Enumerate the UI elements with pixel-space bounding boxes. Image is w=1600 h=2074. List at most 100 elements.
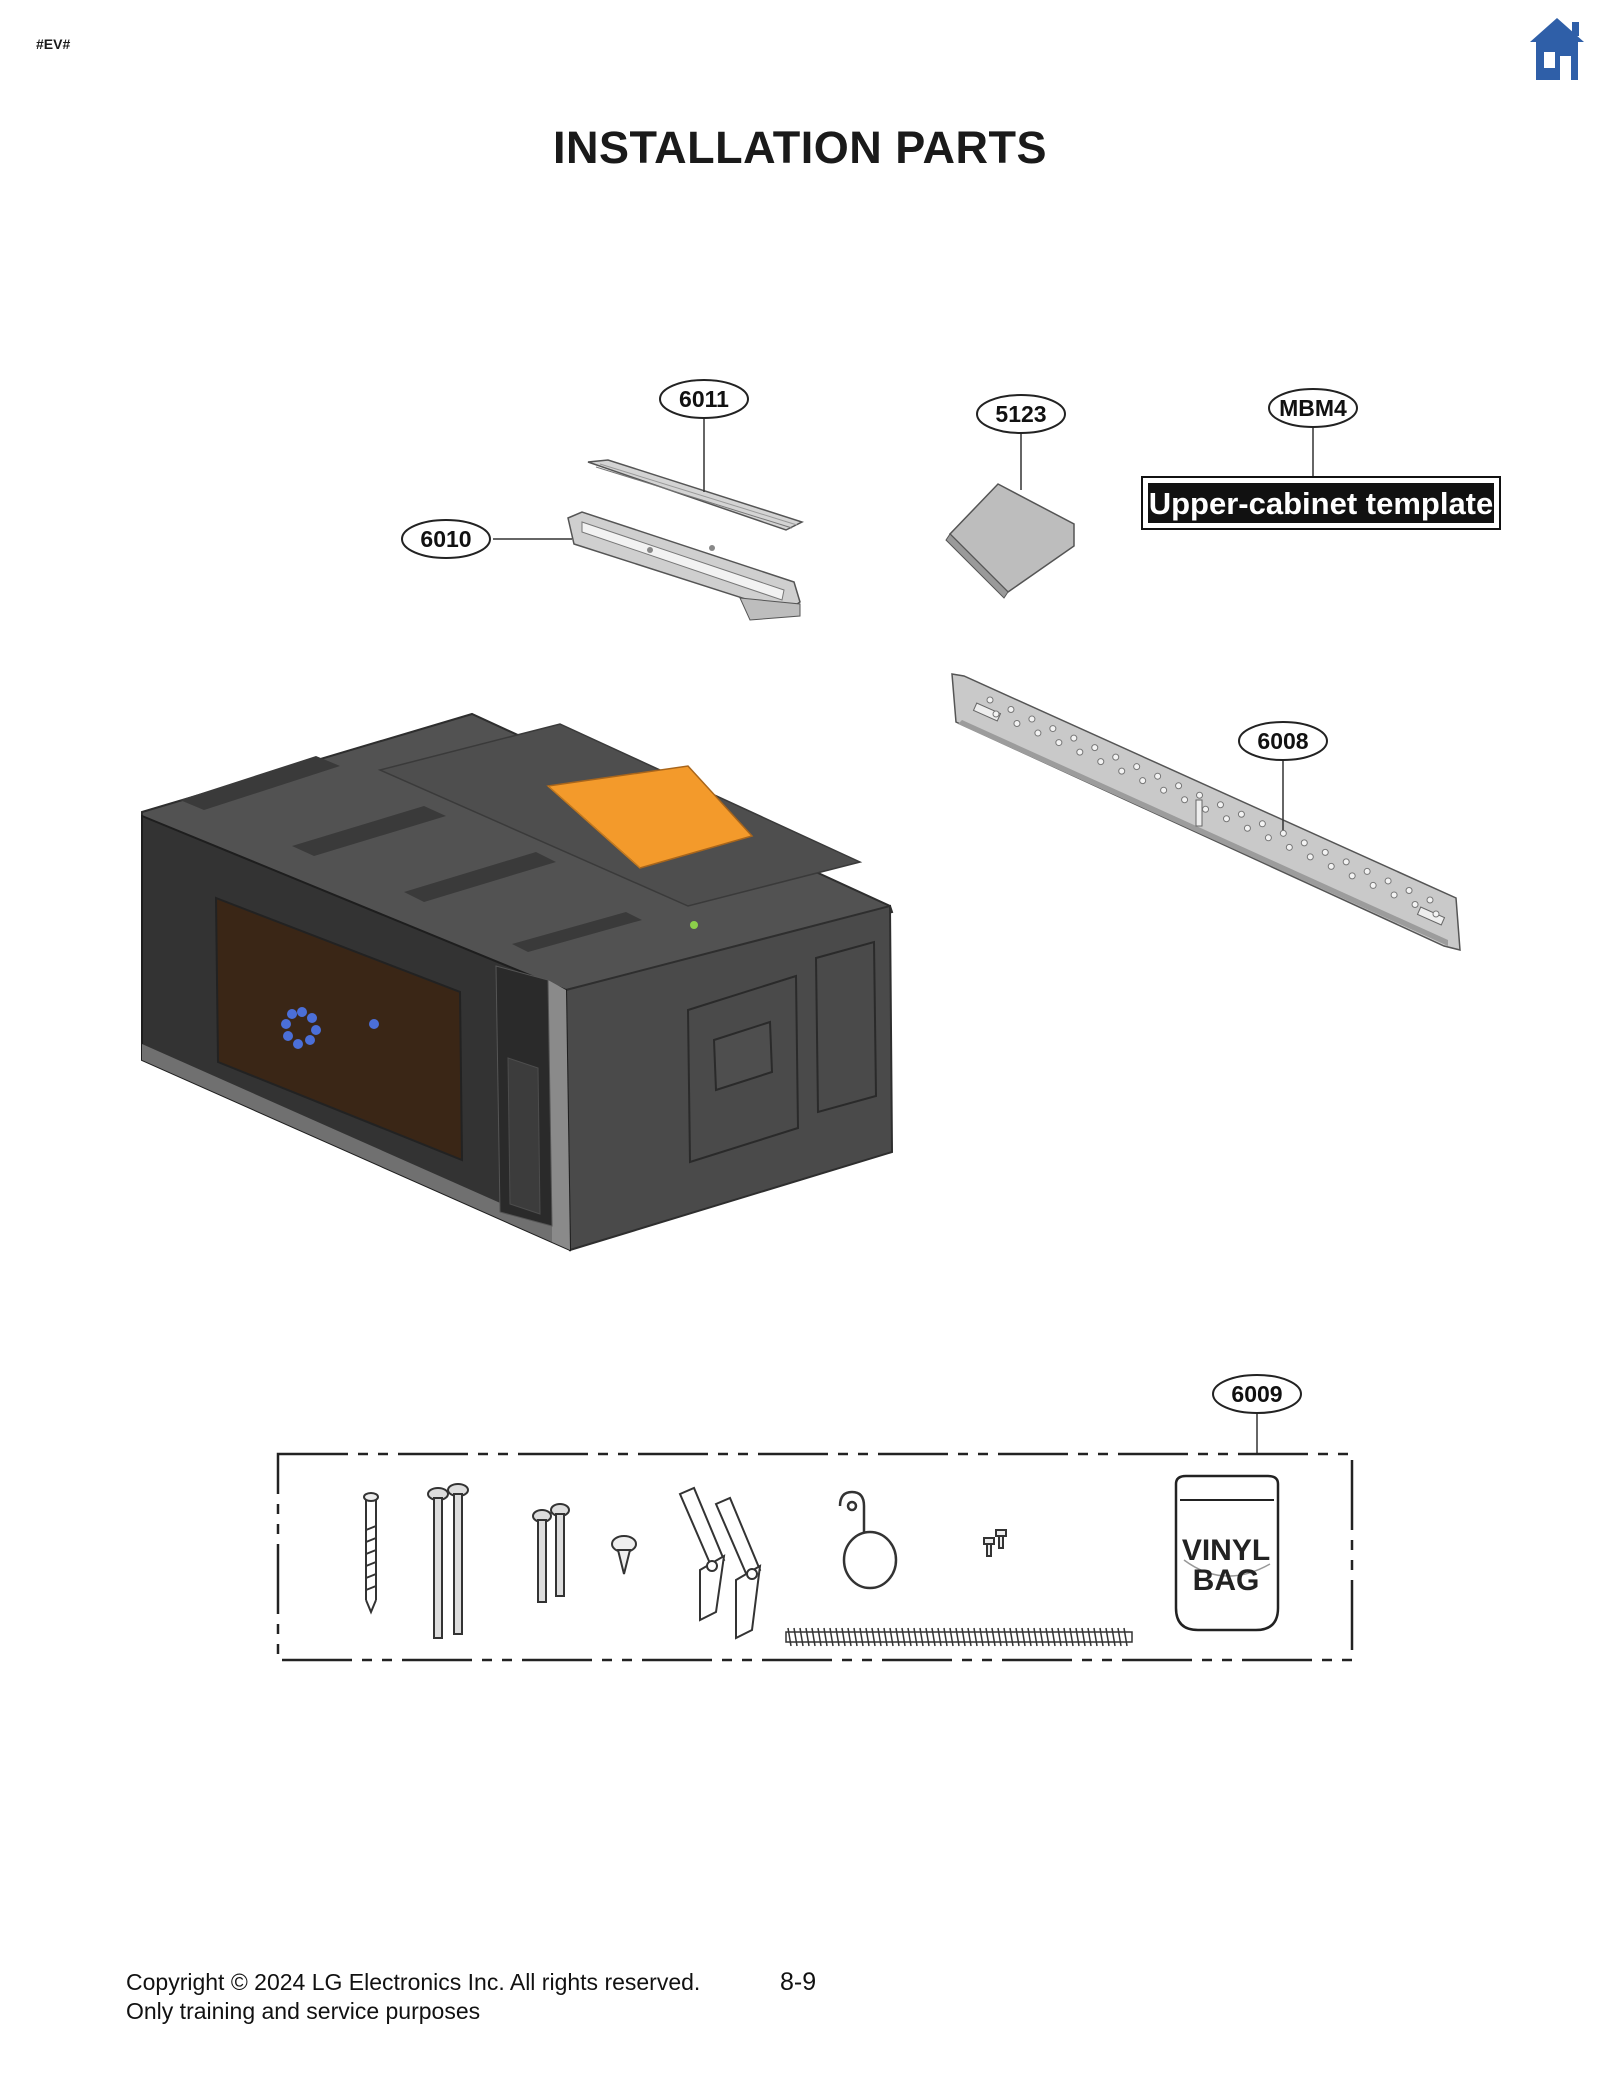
- spring-coil: [787, 1627, 792, 1647]
- mounting-plate-holes: [986, 696, 1440, 918]
- spring-coil: [877, 1627, 882, 1647]
- spring-coil: [811, 1627, 816, 1647]
- plate-hole: [1202, 805, 1210, 813]
- plate-hole: [1076, 748, 1084, 756]
- spring-coil: [1009, 1627, 1014, 1647]
- plate-hole: [1405, 886, 1413, 894]
- spring-coil: [931, 1627, 936, 1647]
- spring-coil: [1051, 1627, 1056, 1647]
- plate-hole: [1154, 772, 1162, 780]
- svg-text:5123: 5123: [995, 401, 1046, 427]
- spring-strip: [785, 1627, 1133, 1647]
- part-6010-bracket: [567, 511, 801, 621]
- spring-coil: [805, 1627, 810, 1647]
- spring-coil: [997, 1627, 1002, 1647]
- spring-coil: [1021, 1627, 1026, 1647]
- spring-coil: [1081, 1627, 1086, 1647]
- plate-hole: [986, 696, 994, 704]
- plate-hole: [1285, 843, 1293, 851]
- spring-coil: [793, 1627, 798, 1647]
- plate-hole: [1160, 786, 1168, 794]
- part-6011-plate: [587, 459, 804, 531]
- plate-hole: [1321, 848, 1329, 856]
- spring-coil: [907, 1627, 912, 1647]
- spring-coil: [937, 1627, 942, 1647]
- purpose-line: Only training and service purposes: [126, 1998, 481, 2024]
- plate-hole: [1348, 872, 1356, 880]
- plate-hole: [1426, 896, 1434, 904]
- callout-6008: 6008: [1238, 721, 1328, 761]
- svg-text:6008: 6008: [1257, 728, 1308, 754]
- plate-hole: [1222, 815, 1230, 823]
- plate-hole: [1028, 715, 1036, 723]
- plate-hole: [1070, 734, 1078, 742]
- spring-coil: [1033, 1627, 1038, 1647]
- long-bolts: [427, 1483, 469, 1639]
- plate-hole: [1264, 834, 1272, 842]
- medium-bolts: [532, 1503, 570, 1603]
- svg-text:6009: 6009: [1231, 1381, 1282, 1407]
- tiny-screws: [983, 1529, 1007, 1557]
- plate-hole: [1133, 763, 1141, 771]
- plate-hole: [1432, 910, 1440, 918]
- spring-coil: [955, 1627, 960, 1647]
- plate-hole: [1342, 858, 1350, 866]
- spring-coil: [841, 1627, 846, 1647]
- spring-coil: [871, 1627, 876, 1647]
- spring-coil: [1105, 1627, 1110, 1647]
- plate-hole: [1034, 729, 1042, 737]
- plate-hole: [1300, 839, 1308, 847]
- spring-coil: [985, 1627, 990, 1647]
- home-icon: [1530, 18, 1584, 80]
- svg-text:BAG: BAG: [1193, 1564, 1260, 1597]
- spring-coil: [865, 1627, 870, 1647]
- spring-coil: [967, 1627, 972, 1647]
- spring-coil: [799, 1627, 804, 1647]
- cable-clamp: [838, 1490, 898, 1590]
- copyright-line: Copyright © 2024 LG Electronics Inc. All…: [126, 1969, 701, 1995]
- callout-5123: 5123: [976, 394, 1066, 434]
- plate-hole: [1049, 725, 1057, 733]
- plate-hole: [1411, 900, 1419, 908]
- callout-mbm4: MBM4: [1268, 388, 1358, 428]
- spring-coil: [901, 1627, 906, 1647]
- plate-hole: [1196, 791, 1204, 799]
- spring-coil: [1027, 1627, 1032, 1647]
- spring-coil: [1045, 1627, 1050, 1647]
- svg-text:VINYL: VINYL: [1182, 1534, 1270, 1567]
- small-screw: [611, 1535, 637, 1575]
- callout-6010: 6010: [401, 519, 491, 559]
- spring-coil: [889, 1627, 894, 1647]
- plate-hole: [1384, 877, 1392, 885]
- spring-coil: [1069, 1627, 1074, 1647]
- vinyl-bag: VINYL BAG: [1174, 1474, 1280, 1632]
- spring-coil: [949, 1627, 954, 1647]
- spring-coil: [1015, 1627, 1020, 1647]
- plate-hole: [1175, 782, 1183, 790]
- svg-text:Upper-cabinet template: Upper-cabinet template: [1149, 486, 1494, 521]
- spring-coil: [883, 1627, 888, 1647]
- footer-copyright: Copyright © 2024 LG Electronics Inc. All…: [126, 1968, 700, 2026]
- svg-text:6010: 6010: [420, 526, 471, 552]
- toggle-bolts: [678, 1486, 762, 1640]
- plate-hole: [1327, 862, 1335, 870]
- spring-coil: [835, 1627, 840, 1647]
- part-5123-plate: [945, 483, 1075, 599]
- spring-coil: [1111, 1627, 1116, 1647]
- plate-hole: [1007, 706, 1015, 714]
- spring-coil: [973, 1627, 978, 1647]
- spring-coil: [1003, 1627, 1008, 1647]
- plate-hole: [1390, 891, 1398, 899]
- plate-hole: [1013, 720, 1021, 728]
- spring-coil: [1099, 1627, 1104, 1647]
- kit-boundary: [276, 1452, 1354, 1662]
- svg-text:6011: 6011: [679, 386, 729, 412]
- home-button[interactable]: [1528, 16, 1586, 82]
- microwave-oven: [141, 712, 894, 1252]
- spring-coil: [925, 1627, 930, 1647]
- spring-coil: [961, 1627, 966, 1647]
- spring-coil: [979, 1627, 984, 1647]
- spring-coil: [823, 1627, 828, 1647]
- plate-hole: [1091, 744, 1099, 752]
